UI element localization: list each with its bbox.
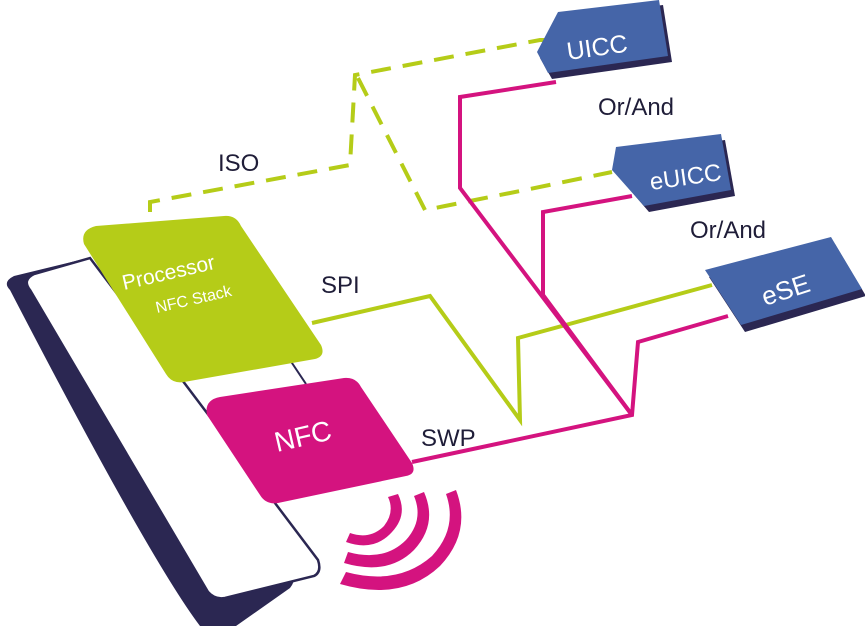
iso-line [148,38,549,212]
euicc-chip: eUICC [612,134,735,212]
iso-label: ISO [218,150,259,177]
processor-nfc-link [289,359,307,385]
iso-line-branch [356,77,613,213]
spi-line [311,283,713,427]
spi-label: SPI [321,272,360,299]
or-and-label-1: Or/And [598,94,674,121]
swp-line-uicc [458,80,634,417]
swp-line [411,314,729,464]
ese-chip: eSE [705,237,865,332]
contactless-waves-icon [340,490,462,590]
uicc-chip: UICC [537,0,672,79]
swp-line-euicc [541,194,634,417]
nfc-chip: NFC [206,377,414,504]
phone-body [6,256,321,626]
swp-label: SWP [421,425,476,452]
or-and-label-2: Or/And [690,217,766,244]
processor-chip: Processor NFC Stack [83,215,323,383]
